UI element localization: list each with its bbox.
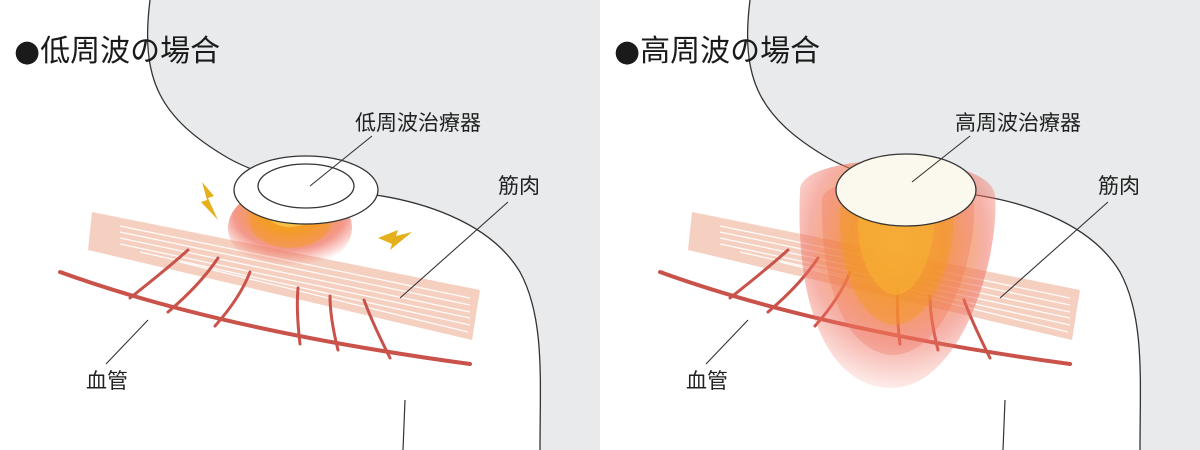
vessel-leader-line [705,319,749,365]
high-frequency-panel: ●高周波の場合 高周波治療器 筋肉 血管 [600,0,1200,450]
arm-outline [402,399,406,450]
low-frequency-illustration [58,0,600,450]
device-label: 低周波治療器 [355,111,481,135]
blood-vessel [58,248,472,366]
vessel-leader-line [105,319,149,365]
device-leader-line [911,135,971,183]
background-region [147,0,600,450]
vessel-label: 血管 [86,369,128,393]
muscle-leader-line [999,201,1109,299]
background-region [747,0,1200,450]
vessel-label: 血管 [686,369,728,393]
panel-title: ●高周波の場合 [614,34,821,69]
panel-title: ●低周波の場合 [14,34,221,69]
lightning-icon [378,230,412,250]
muscle-leader-line [399,201,509,299]
lightning-icon [201,182,218,220]
low-frequency-panel: ●低周波の場合 低周波治療器 筋肉 血管 [14,0,600,450]
muscle-label: 筋肉 [1098,174,1140,198]
muscle-band [88,212,480,340]
device-label: 高周波治療器 [955,111,1081,135]
treatment-device [835,153,977,227]
device-leader-line [309,135,373,187]
arm-outline [1002,399,1006,450]
treatment-device [233,155,379,225]
high-frequency-illustration [658,0,1200,450]
muscle-label: 筋肉 [498,174,540,198]
